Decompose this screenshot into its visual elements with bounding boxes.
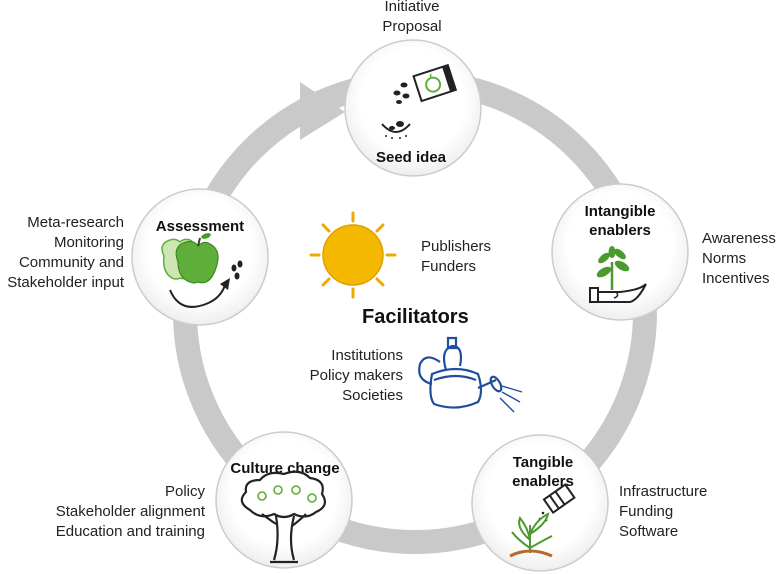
sun-icon	[309, 211, 397, 299]
assessment-labels: Meta-research Monitoring Community and S…	[7, 214, 124, 291]
seed-idea-title: Seed idea	[376, 149, 447, 166]
culture-labels: Policy Stakeholder alignment Education a…	[55, 483, 205, 540]
intangible-title-line1: Intangible	[585, 203, 656, 220]
apples-cycle-icon	[161, 233, 243, 308]
intangible-title-line2: enablers	[589, 222, 651, 239]
facilitators-title: Facilitators	[362, 306, 469, 328]
node-tangible-enablers: Tangible enablers	[471, 434, 609, 572]
cycle-arrowhead	[300, 82, 345, 140]
culture-change-title: Culture change	[230, 460, 339, 477]
planting-icon	[509, 483, 576, 558]
sun-facilitator-labels: Publishers Funders	[421, 238, 492, 275]
tangible-title-line1: Tangible	[513, 454, 574, 471]
node-assessment: Assessment	[131, 188, 269, 326]
node-culture-change: Culture change	[215, 431, 353, 569]
tree-icon	[240, 470, 326, 564]
can-facilitator-labels: Institutions Policy makers Societies	[309, 347, 403, 404]
sprout-hand-icon	[589, 246, 647, 303]
intangible-labels: Awareness Norms Incentives	[702, 230, 776, 287]
tangible-title-line2: enablers	[512, 473, 574, 490]
seed-labels: Initiative Proposal	[382, 0, 442, 35]
node-seed-idea: Seed idea	[344, 39, 482, 177]
tangible-labels: Infrastructure Funding Software	[619, 483, 708, 540]
seed-packet-icon	[381, 63, 458, 139]
assessment-title: Assessment	[156, 218, 244, 235]
node-intangible-enablers: Intangible enablers	[551, 183, 689, 321]
watering-can-icon	[418, 336, 523, 413]
